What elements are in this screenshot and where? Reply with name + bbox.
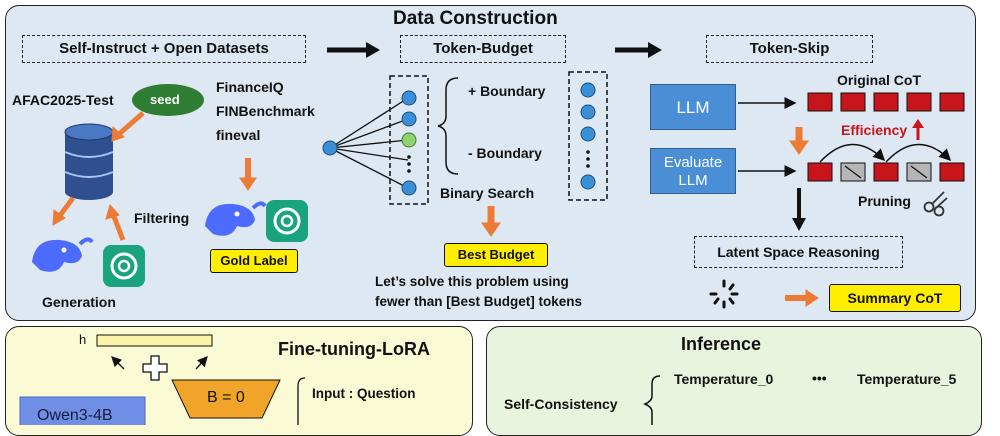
original-cot-label: Original CoT <box>837 72 921 88</box>
ellipsis-label: ••• <box>812 370 827 386</box>
prompt-line-1: Let’s solve this problem using <box>375 274 569 289</box>
database-icon <box>64 123 114 200</box>
h-label: h <box>79 332 87 347</box>
token-skip-box: Token-Skip <box>706 35 873 63</box>
best-budget-box: Best Budget <box>444 243 548 267</box>
original-cot-tokens <box>807 92 965 112</box>
budget-tree <box>322 71 608 205</box>
binary-search-label: Binary Search <box>440 185 535 201</box>
temperature-0-label: Temperature_0 <box>674 371 774 387</box>
filtering-label: Filtering <box>134 210 190 226</box>
inference-brace <box>643 375 661 425</box>
seed-ellipse <box>132 84 204 116</box>
llm-arrows <box>738 97 797 177</box>
evaluate-llm-line-2: LLM <box>678 172 708 189</box>
whale-logo-icon <box>205 201 267 236</box>
efficiency-label: Efficiency <box>841 122 908 138</box>
input-question-label: Input : Question <box>312 386 416 401</box>
llm-box: LLM <box>650 84 736 130</box>
minus-boundary-label: - Boundary <box>468 145 542 161</box>
dataset-fineval: fineval <box>216 127 261 143</box>
summary-cot-box: Summary CoT <box>829 284 961 312</box>
latent-space-box: Latent Space Reasoning <box>694 236 903 268</box>
openai-logo-icon <box>103 245 145 287</box>
spinner-icon <box>709 279 739 309</box>
b-matrix-label: B = 0 <box>207 389 245 406</box>
whale-logo-icon <box>32 237 94 272</box>
orange-arrows <box>52 111 819 307</box>
data-construction-title: Data Construction <box>393 8 558 29</box>
diagram-graphics <box>19 42 965 425</box>
fine-tuning-title: Fine-tuning-LoRA <box>278 339 430 359</box>
pruned-cot-tokens <box>807 143 965 182</box>
efficiency-up-arrow <box>912 119 924 140</box>
seed-label: seed <box>150 92 180 107</box>
flow-arrow-2 <box>615 42 662 58</box>
temperature-5-label: Temperature_5 <box>857 371 957 387</box>
generation-label: Generation <box>42 294 116 310</box>
openai-logo-icon <box>266 200 308 242</box>
plus-boundary-label: + Boundary <box>468 83 546 99</box>
dataset-finbenchmark: FINBenchmark <box>216 103 315 119</box>
prompt-line-2: fewer than [Best Budget] tokens <box>375 294 583 309</box>
inference-title: Inference <box>681 334 762 354</box>
gold-label-box: Gold Label <box>210 249 298 273</box>
token-budget-box: Token-Budget <box>400 35 566 63</box>
pruning-label: Pruning <box>858 193 911 209</box>
sources-box: Self-Instruct + Open Datasets <box>22 35 306 63</box>
down-arrow-latent <box>792 188 806 231</box>
model-label: Owen3-4B <box>37 407 113 424</box>
flow-arrow-1 <box>327 42 380 58</box>
afac-label: AFAC2025-Test <box>12 92 114 108</box>
evaluate-llm-line-1: Evaluate <box>663 154 723 171</box>
dataset-financeiq: FinanceIQ <box>216 79 284 95</box>
evaluate-llm-box: Evaluate LLM <box>650 148 736 194</box>
self-consistency-label: Self-Consistency <box>504 396 618 412</box>
scissors-icon <box>923 191 948 217</box>
lora-diagram <box>19 334 306 425</box>
